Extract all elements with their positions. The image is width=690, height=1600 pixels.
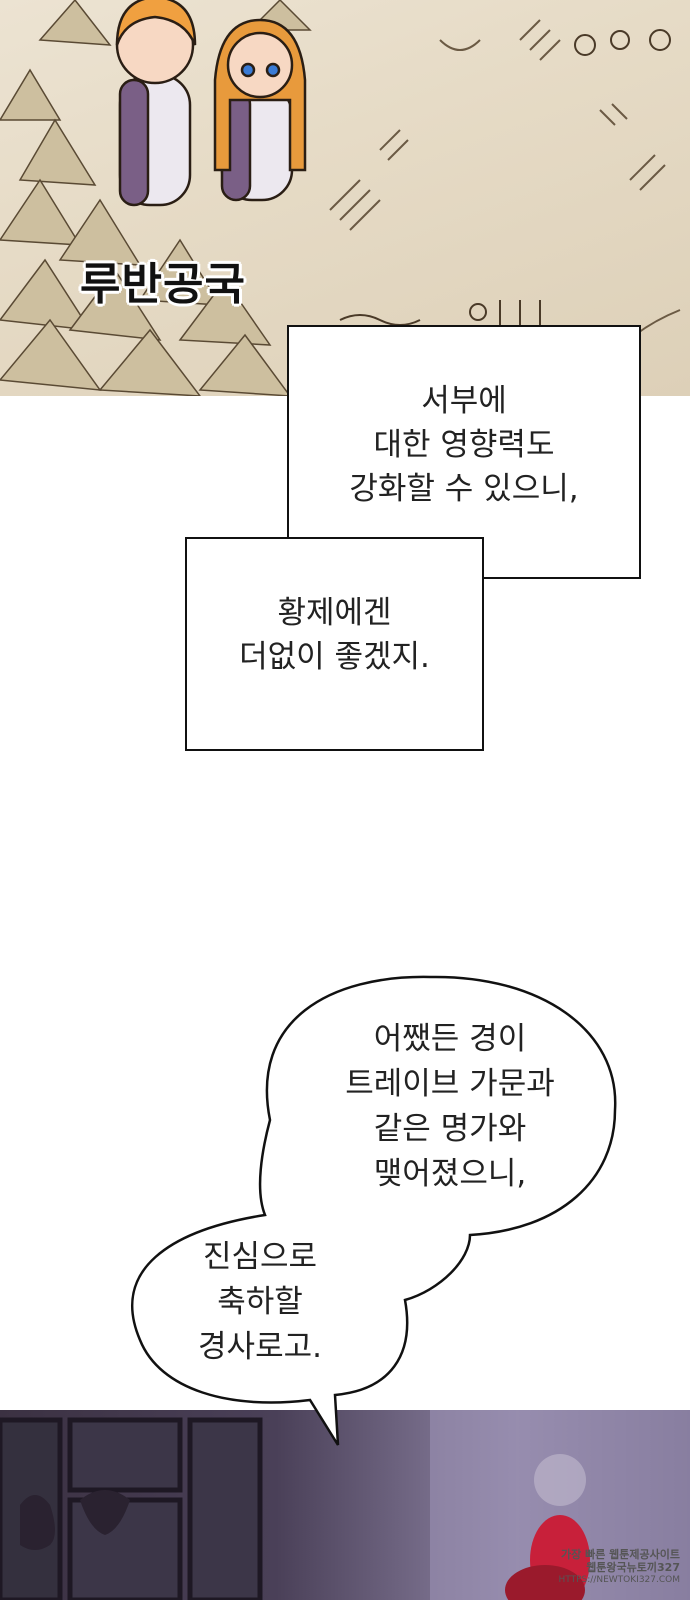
narration-line: 강화할 수 있으니,: [349, 471, 579, 507]
mountain-range: [0, 0, 312, 396]
speech-line: 축하할: [217, 1284, 303, 1320]
speech-line: 어쨌든 경이: [373, 1021, 527, 1057]
narration-line: 황제에겐: [277, 595, 392, 631]
speech-line: 트레이브 가문과: [345, 1066, 555, 1102]
map-runes: [339, 29, 671, 326]
narration-box-upper: 서부에 대한 영향력도 강화할 수 있으니,: [287, 325, 641, 579]
watermark-url: HTTPS://NEWTOKI327.COM: [558, 1575, 680, 1585]
narration-line: 더없이 좋겠지.: [239, 639, 430, 675]
speech-line: 진심으로: [202, 1239, 318, 1275]
room-panel: [0, 1410, 690, 1600]
watermark-line1: 가장 빠른 웹툰제공사이트: [561, 1548, 680, 1561]
speech-line: 같은 명가와: [373, 1111, 527, 1147]
map-illustration: [0, 0, 681, 396]
speech-line: 맺어졌으니,: [373, 1156, 527, 1192]
narration-line: 대한 영향력도: [373, 427, 555, 463]
speech-line: 경사로고.: [198, 1329, 322, 1365]
narration-joint: [289, 539, 478, 575]
figurine-girl: [213, 18, 307, 202]
country-label: 루반공국: [80, 259, 246, 310]
watermark-line2: 웹툰왕국뉴토끼327: [586, 1561, 680, 1574]
figurine-boy: [115, 0, 197, 207]
room-illustration: [0, 1410, 690, 1600]
site-watermark: 가장 빠른 웹툰제공사이트 웹툰왕국뉴토끼327 HTTPS://NEWTOKI…: [559, 1548, 680, 1587]
narration-line: 서부에: [421, 383, 507, 419]
window-ornament: [20, 1495, 55, 1550]
watermark-mascot: [534, 1454, 586, 1506]
